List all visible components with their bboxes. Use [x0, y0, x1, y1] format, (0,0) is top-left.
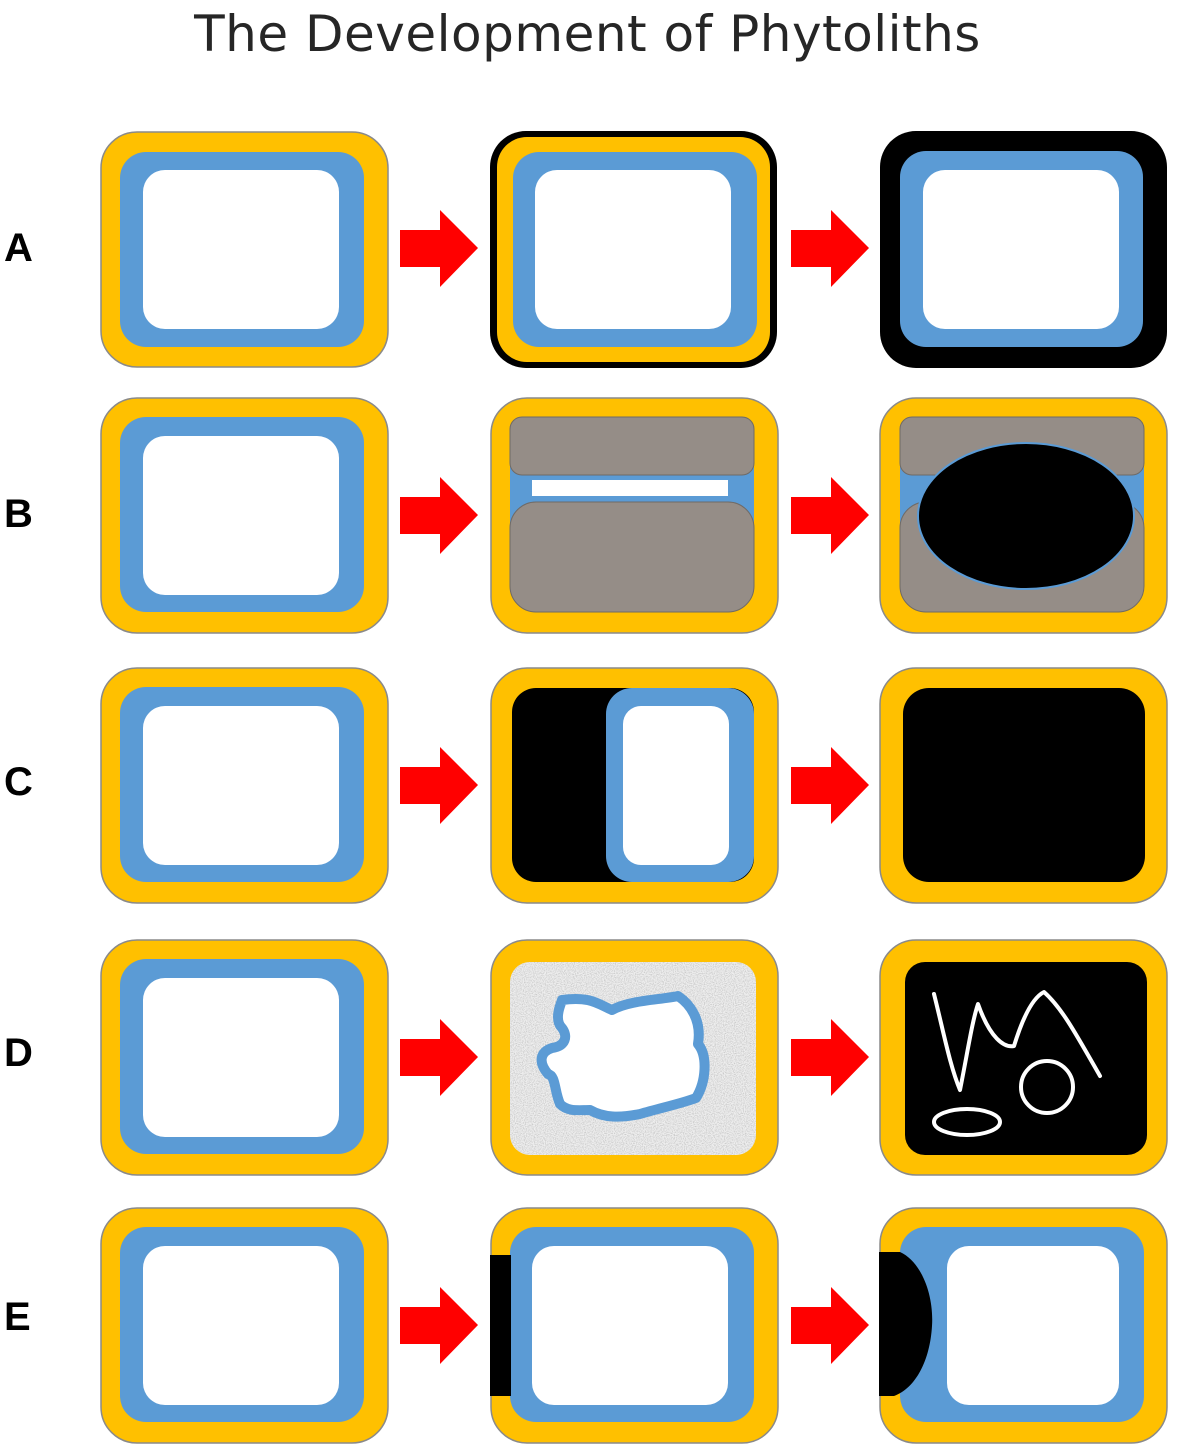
arrow-a2: [791, 210, 869, 287]
row-label-e: E: [4, 1295, 31, 1339]
cell-a2: [490, 131, 777, 368]
arrow-b1: [400, 477, 478, 554]
arrow-e1: [400, 1287, 478, 1364]
row-label-a: A: [4, 226, 33, 270]
cell-b2: [490, 397, 779, 634]
row-label-c: C: [4, 760, 33, 804]
cell-e2: [490, 1207, 779, 1444]
arrow-d1: [400, 1019, 478, 1096]
arrow-e2: [791, 1287, 869, 1364]
irregular-vacuole: [536, 991, 710, 1122]
row-label-b: B: [4, 492, 33, 536]
cell-d1: [100, 939, 389, 1176]
cell-c2: [490, 667, 779, 904]
cell-d3: [879, 939, 1168, 1176]
arrow-c1: [400, 747, 478, 824]
silica-oval: [932, 1107, 1002, 1137]
diagram-title: The Development of Phytoliths: [194, 5, 981, 63]
cell-b3: [879, 397, 1168, 634]
cell-c1: [100, 667, 389, 904]
cell-a3: [880, 131, 1167, 368]
row-label-d: D: [4, 1031, 33, 1075]
cell-d2: [490, 939, 779, 1176]
arrow-b2: [791, 477, 869, 554]
cell-e1: [100, 1207, 389, 1444]
silica-trace: [932, 990, 1102, 1092]
cell-c3: [879, 667, 1168, 904]
arrow-c2: [791, 747, 869, 824]
cell-e3: [879, 1207, 1168, 1444]
arrow-d2: [791, 1019, 869, 1096]
cell-b1: [100, 397, 389, 634]
arrow-a1: [400, 210, 478, 287]
cell-a1: [100, 131, 389, 368]
silica-ring: [1019, 1059, 1075, 1115]
